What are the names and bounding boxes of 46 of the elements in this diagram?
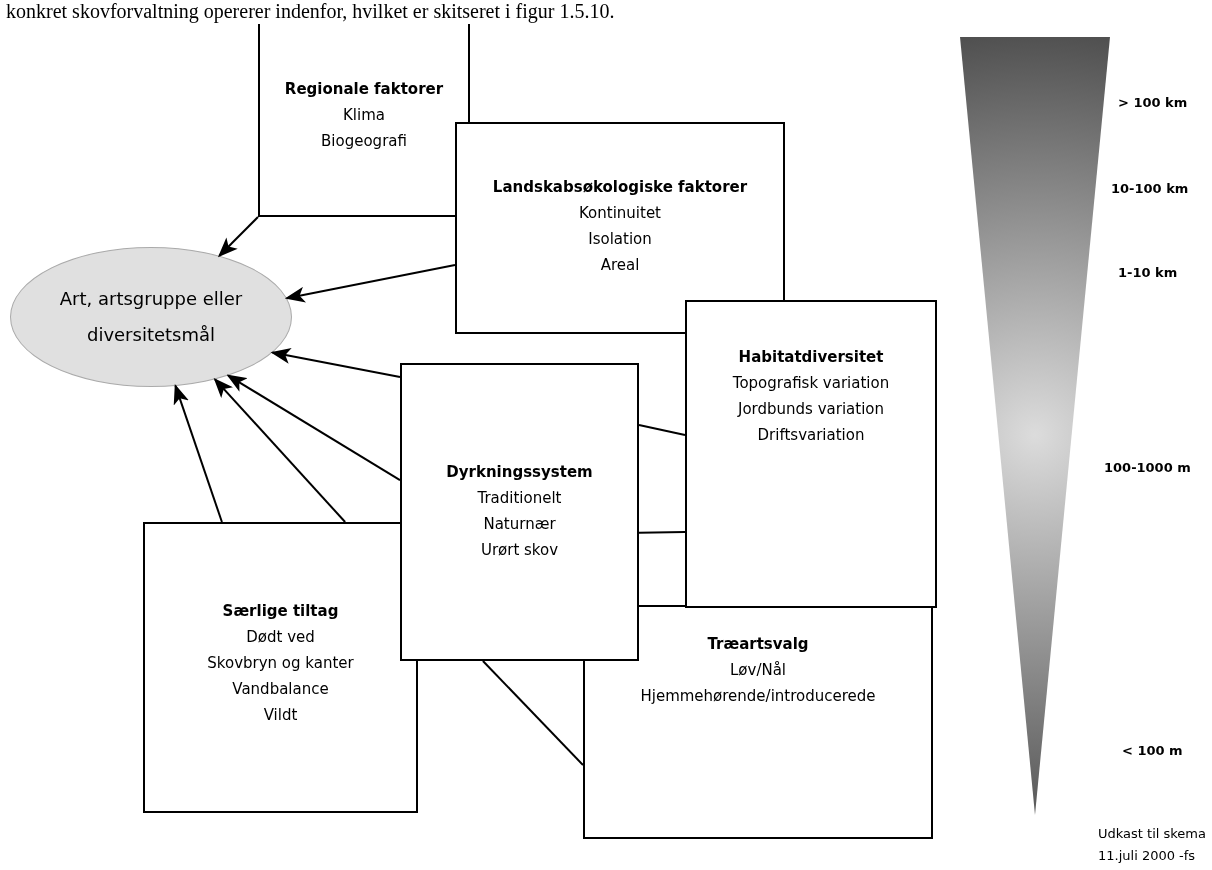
arrow: [173, 384, 223, 523]
factor-box: [455, 122, 785, 334]
box-item: Urørt skov: [479, 540, 560, 561]
box-item: Skovbryn og kanter: [206, 653, 355, 674]
box-item: Klima: [342, 105, 386, 126]
box-item: Dødt ved: [245, 627, 316, 648]
arrow: [284, 264, 456, 303]
scale-label: < 100 m: [1122, 743, 1183, 758]
box-item: Naturnær: [482, 514, 557, 535]
box-item: Isolation: [587, 229, 653, 250]
box-item: Areal: [599, 255, 641, 276]
box-item: Vildt: [262, 705, 299, 726]
box-item: Jordbunds variation: [736, 399, 885, 420]
body-text: konkret skovforvaltning opererer indenfor, hvilket er skitseret i figur 1.5.10.: [6, 0, 615, 23]
box-item: Traditionelt: [476, 488, 563, 509]
box-heading: Træartsvalg: [706, 634, 810, 655]
factor-box: [400, 363, 639, 661]
arrow: [226, 374, 401, 482]
factor-box: [143, 522, 418, 813]
arrow: [213, 377, 347, 523]
connector-line: [638, 530, 686, 534]
box-item: Biogeografi: [320, 131, 408, 152]
box-item: Vandbalance: [231, 679, 330, 700]
factor-box: [685, 300, 937, 608]
box-heading: Habitatdiversitet: [737, 347, 885, 368]
box-item: Driftsvariation: [756, 425, 866, 446]
scale-label: 1-10 km: [1118, 265, 1178, 280]
box-heading: Regionale faktorer: [283, 79, 445, 100]
node-label: Art, artsgruppe eller diversitetsmål: [58, 287, 244, 347]
draft-note: Udkast til skema: [1098, 826, 1206, 841]
box-heading: Særlige tiltag: [221, 601, 340, 622]
box-item: Løv/Nål: [728, 660, 787, 681]
draft-note: 11.juli 2000 -fs: [1098, 848, 1196, 863]
box-item: Kontinuitet: [578, 203, 662, 224]
arrow: [217, 216, 259, 258]
scale-label: > 100 km: [1118, 95, 1188, 110]
box-item: Topografisk variation: [731, 373, 891, 394]
factor-box: [583, 605, 933, 839]
arrow: [270, 348, 401, 378]
connector-line: [481, 660, 584, 767]
connector-line: [638, 424, 686, 436]
box-heading: Dyrkningssystem: [445, 462, 594, 483]
box-item: Hjemmehørende/introducerede: [639, 686, 877, 707]
scale-label: 10-100 km: [1111, 181, 1189, 196]
scale-label: 100-1000 m: [1104, 460, 1191, 475]
box-heading: Landskabsøkologiske faktorer: [491, 177, 749, 198]
